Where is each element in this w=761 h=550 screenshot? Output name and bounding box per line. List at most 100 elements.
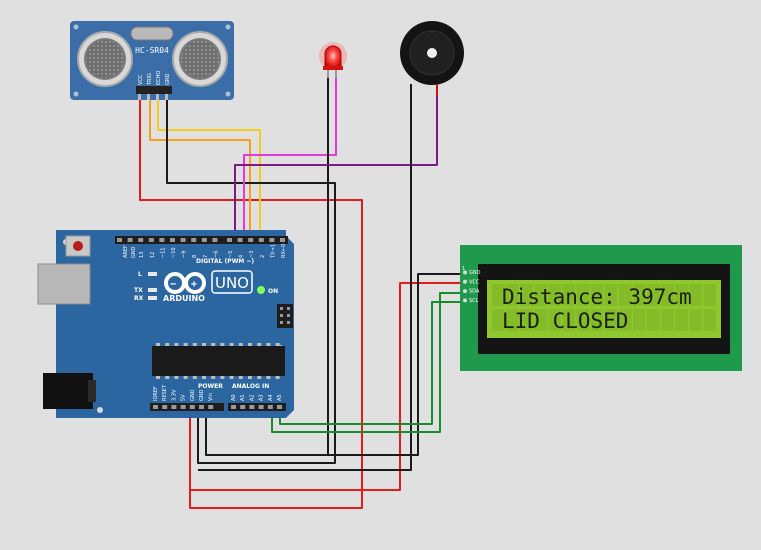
svg-text:+: +: [191, 279, 197, 290]
analog-header-label: ANALOG IN: [232, 383, 269, 390]
lcd-pin-label: SDA: [469, 289, 480, 295]
digital-pin-socket[interactable]: [280, 238, 285, 242]
digital-pin-socket[interactable]: [227, 238, 232, 242]
analog-pin-socket[interactable]: [249, 405, 255, 409]
wire-sensor-gnd: [166, 98, 336, 464]
analog-header: [228, 403, 286, 411]
digital-pin-socket[interactable]: [191, 238, 197, 242]
analog-pin-socket[interactable]: [231, 405, 236, 409]
power-header: [150, 403, 224, 411]
analog-pin-socket[interactable]: [277, 405, 282, 409]
power-pin-socket[interactable]: [153, 405, 158, 409]
digital-pin-socket[interactable]: [127, 238, 133, 242]
analog-pin-label: A2: [249, 394, 255, 401]
digital-pin-row: [117, 238, 285, 242]
l-led: [148, 272, 157, 276]
power-pin-socket[interactable]: [180, 405, 186, 409]
lcd-pin-label: SCL: [469, 298, 479, 304]
digital-pin-label: ~3: [249, 251, 255, 258]
lcd-display[interactable]: Distance: 397cm LID CLOSED 1 GND VCC SDA SC…: [460, 245, 742, 371]
digital-pin-socket[interactable]: [180, 238, 186, 242]
sensor-pin-gnd[interactable]: [165, 94, 168, 100]
lcd-line-1: Distance: 397cm: [502, 285, 692, 309]
power-pin-socket[interactable]: [199, 405, 204, 409]
analog-pin-label: A4: [268, 394, 274, 401]
wire-lcd-gnd: [205, 273, 462, 456]
digital-pin-label: 4: [239, 255, 245, 258]
piezo-buzzer[interactable]: [400, 21, 464, 96]
usb-port[interactable]: [37, 263, 91, 305]
analog-pin-socket[interactable]: [258, 405, 264, 409]
digital-pin-label: RX←0: [281, 244, 287, 258]
wire-lcd-scl: [279, 301, 462, 425]
lcd-pin-label: VCC: [469, 279, 480, 285]
red-led[interactable]: [319, 42, 347, 78]
digital-pin-socket[interactable]: [269, 238, 275, 242]
lcd-pin1-mark: 1: [462, 266, 465, 272]
digital-header: [115, 236, 288, 244]
uno-label: UNO: [215, 274, 249, 292]
digital-pin-label: ~5: [228, 251, 234, 258]
uno-badge: [211, 270, 253, 294]
wire-sensor-trig: [149, 98, 251, 236]
power-pin-label: RESET: [162, 384, 168, 401]
power-jack[interactable]: [43, 373, 93, 409]
sensor-pin-echo[interactable]: [156, 94, 159, 100]
sensor-pin-trig[interactable]: [147, 94, 150, 100]
digital-pin-label: ~9: [182, 251, 188, 258]
lcd-line-2: LID CLOSED: [502, 309, 628, 333]
aref-label: AREF: [123, 245, 129, 258]
power-header-label: POWER: [198, 383, 223, 390]
digital-pin-label: 7: [203, 255, 209, 258]
wire-led-anode: [243, 75, 337, 236]
power-pin-label: Vin: [208, 393, 214, 401]
ultrasonic-sensor[interactable]: HC-SR04 VCC TRIG ECHO GND: [70, 21, 234, 100]
lcd-pin[interactable]: [463, 279, 467, 284]
gnd-top-label: GND: [131, 246, 137, 258]
power-pin-label: 5V: [181, 394, 187, 401]
analog-pin-socket[interactable]: [267, 405, 273, 409]
lcd-pin-row: GND VCC SDA SCL: [463, 270, 481, 304]
analog-pin-row: [231, 405, 282, 409]
digital-pin-socket[interactable]: [148, 238, 154, 242]
lcd-pin[interactable]: [463, 270, 467, 275]
digital-pin-socket[interactable]: [159, 238, 165, 242]
power-pin-socket[interactable]: [189, 405, 195, 409]
digital-pin-socket[interactable]: [212, 238, 218, 242]
wire-buzzer-pos: [234, 85, 438, 236]
sensor-transducer-right: [172, 31, 228, 87]
analog-pin-socket[interactable]: [240, 405, 246, 409]
sensor-crystal: [130, 26, 174, 41]
digital-pin-socket[interactable]: [237, 238, 243, 242]
power-pin-socket[interactable]: [208, 405, 214, 409]
digital-pin-socket[interactable]: [117, 238, 122, 242]
digital-pin-socket[interactable]: [258, 238, 264, 242]
lcd-pin[interactable]: [463, 298, 467, 303]
buzzer-hole: [427, 48, 437, 58]
digital-pin-socket[interactable]: [201, 238, 207, 242]
digital-pin-socket[interactable]: [248, 238, 254, 242]
digital-header-label: DIGITAL (PWM ~): [196, 258, 254, 265]
led-body: [324, 45, 342, 69]
lcd-pin-label: GND: [469, 270, 481, 276]
sensor-model-label: HC-SR04: [135, 46, 169, 55]
power-led: [257, 286, 265, 294]
power-pin-label: 3.3V: [171, 389, 177, 401]
lcd-pin[interactable]: [463, 289, 467, 294]
l-led-label: L: [138, 271, 142, 278]
power-pin-socket[interactable]: [171, 405, 177, 409]
power-pin-socket[interactable]: [162, 405, 168, 409]
icsp-header: [277, 304, 293, 328]
sensor-pin-vcc[interactable]: [138, 94, 141, 100]
digital-pin-socket[interactable]: [138, 238, 144, 242]
digital-pin-socket[interactable]: [170, 238, 175, 242]
analog-pin-label: A3: [259, 394, 265, 401]
power-pin-label: GND: [190, 389, 196, 401]
tx-led-label: TX: [134, 287, 143, 294]
arduino-infinity-logo: [164, 272, 206, 294]
reset-button-cap[interactable]: [73, 241, 83, 251]
